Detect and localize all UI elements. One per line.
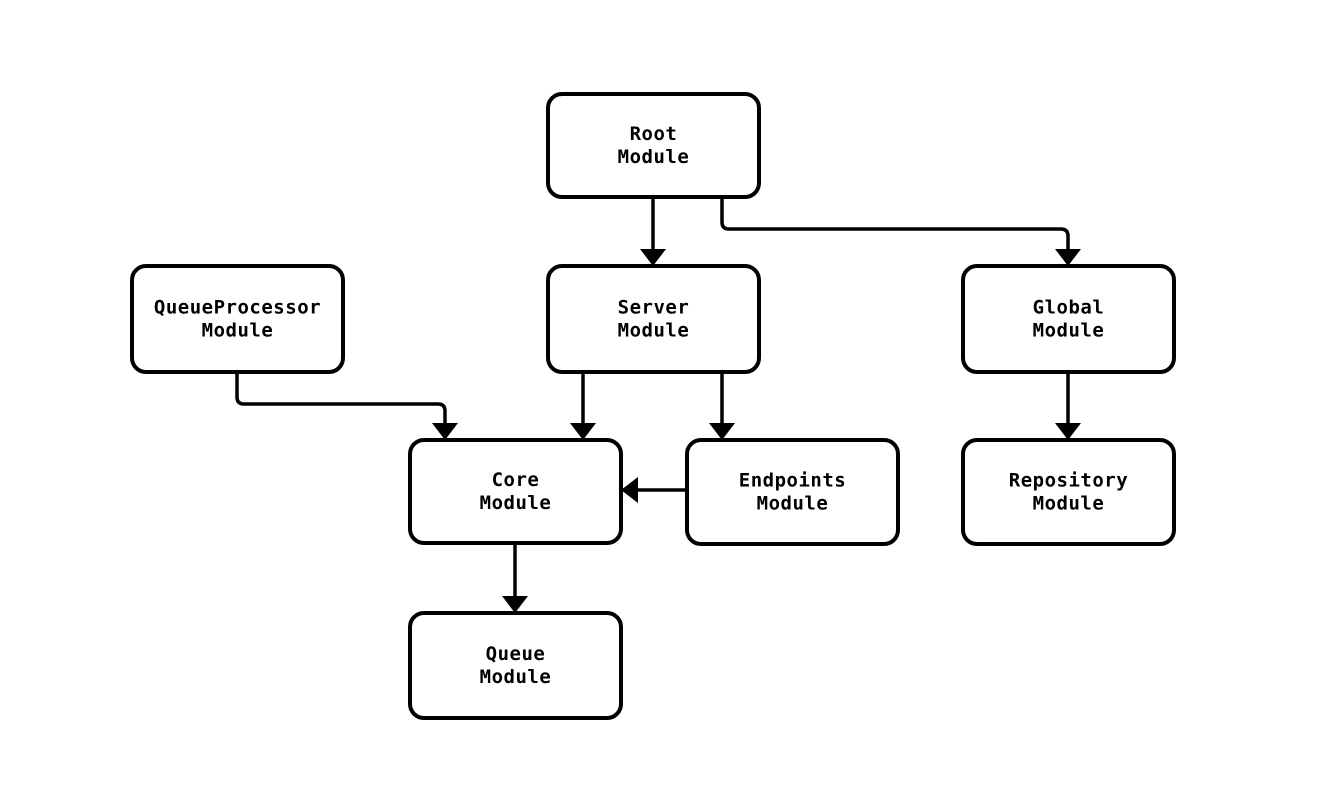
edge-endpoints-to-core-arrowhead (621, 477, 638, 503)
edge-core-to-queue-arrowhead (502, 596, 528, 613)
edge-queueprocessor-to-core-arrowhead (432, 423, 458, 440)
repository-module-node-label-line1: Repository (1009, 470, 1128, 492)
server-module-node-label-line1: Server (618, 297, 690, 319)
edges-layer (235, 197, 1081, 613)
queue-module-node-label-line2: Module (480, 666, 552, 688)
global-module-node-box[interactable] (961, 264, 1176, 374)
repository-module-node-label-line2: Module (1033, 493, 1105, 515)
edge-root-to-global (720, 197, 1081, 266)
edge-global-to-repository (1055, 372, 1081, 440)
core-module-node-label-line2: Module (480, 492, 552, 514)
root-module-node-label-line1: Root (630, 123, 678, 145)
root-module-node-label-line2: Module (618, 146, 690, 168)
endpoints-module-node-box[interactable] (685, 438, 900, 546)
global-module-node-label-line1: Global (1033, 297, 1105, 319)
edge-root-to-server (640, 197, 666, 266)
core-module-node-box[interactable] (408, 438, 623, 545)
edge-queueprocessor-to-core (235, 372, 458, 440)
repository-module-node-box[interactable] (961, 438, 1176, 546)
nodes-layer: RootModuleQueueProcessorModuleServerModu… (130, 92, 1176, 720)
queueprocessor-module-node-label-line2: Module (202, 320, 274, 342)
queueprocessor-module-node-box[interactable] (130, 264, 345, 374)
queue-module-node-label-line1: Queue (486, 643, 546, 665)
edge-queueprocessor-to-core-line (235, 372, 447, 424)
queueprocessor-module-node-label-line1: QueueProcessor (154, 297, 321, 319)
edge-server-to-endpoints-arrowhead (709, 423, 735, 440)
endpoints-module-node-label-line1: Endpoints (739, 470, 846, 492)
global-module-node-label-line2: Module (1033, 320, 1105, 342)
root-module-node-box[interactable] (546, 92, 761, 199)
core-module-node-label-line1: Core (492, 469, 540, 491)
queue-module-node-box[interactable] (408, 611, 623, 720)
edge-core-to-queue (502, 543, 528, 613)
edge-global-to-repository-arrowhead (1055, 423, 1081, 440)
edge-root-to-global-arrowhead (1055, 249, 1081, 266)
edge-root-to-server-arrowhead (640, 249, 666, 266)
server-module-node-box[interactable] (546, 264, 761, 374)
endpoints-module-node-label-line2: Module (757, 493, 829, 515)
edge-endpoints-to-core (621, 477, 687, 503)
edge-root-to-global-line (720, 197, 1070, 250)
edge-server-to-core-arrowhead (570, 423, 596, 440)
edge-server-to-core (570, 372, 596, 440)
edge-server-to-endpoints (709, 372, 735, 440)
server-module-node-label-line2: Module (618, 320, 690, 342)
